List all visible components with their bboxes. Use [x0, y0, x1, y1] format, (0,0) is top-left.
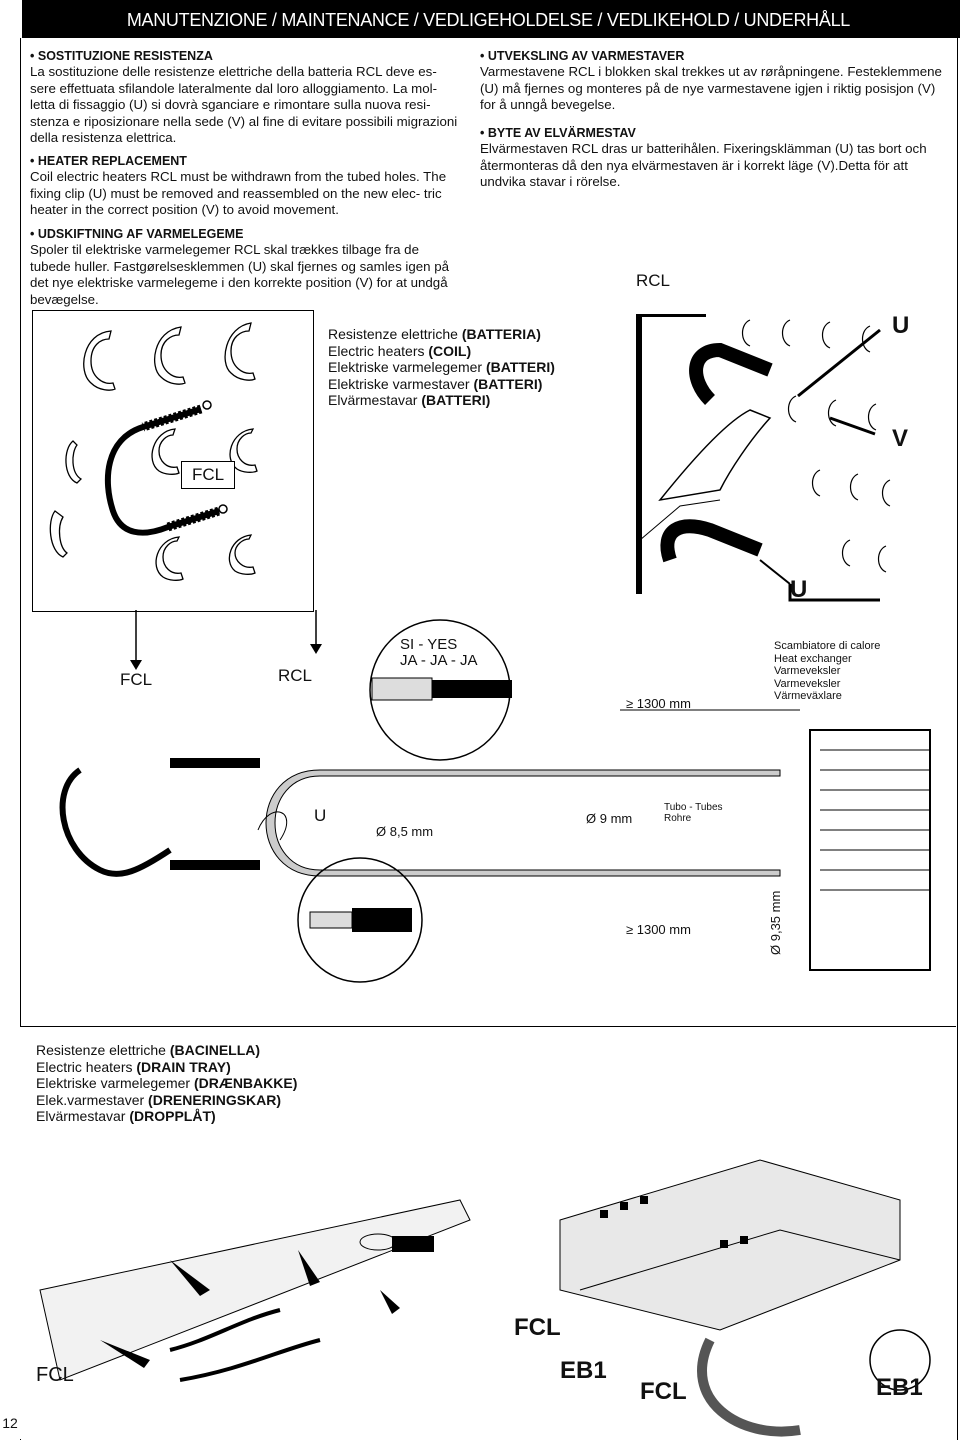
section-body: Coil electric heaters RCL must be withdr… [30, 169, 447, 217]
fcl-label: FCL [514, 1314, 561, 1341]
u-label: U [790, 576, 808, 603]
legend-line: Elek.varmestaver (DRENERINGSKAR) [36, 1091, 282, 1108]
diameter-label: Ø 9 mm [586, 811, 633, 826]
clip-c-icon [155, 536, 184, 581]
legend-line: Resistenze elettriche (BACINELLA) [36, 1042, 261, 1058]
length-label: ≥ 1300 mm [626, 922, 691, 937]
legend-line: Electric heaters (COIL) [328, 342, 472, 359]
legend-line: Elvärmestavar (DROPPLÅT) [36, 1108, 216, 1125]
drain-tray-illustration [39, 1159, 931, 1437]
legend-line: Resistenze elettriche (BATTERIA) [328, 326, 541, 342]
legend-line: Elektriske varmelegemer (BATTERI) [328, 359, 555, 376]
section-body: La sostituzione delle resistenze elettri… [30, 64, 458, 145]
clip-diagram [49, 322, 258, 581]
section-en: • HEATER REPLACEMENT Coil electric heate… [30, 153, 460, 219]
fcl-label: FCL [36, 1364, 74, 1386]
fcl-label: FCL [640, 1378, 687, 1405]
legend-tray: Resistenze elettriche (BACINELLA)Electri… [36, 1042, 297, 1125]
connector-diagram [59, 619, 931, 983]
v-label: V [892, 425, 909, 452]
eb1-label: EB1 [876, 1374, 923, 1401]
length-label: ≥ 1300 mm [626, 696, 691, 711]
legend-coil: Resistenze elettriche (BATTERIA)Electric… [328, 326, 555, 409]
ja-label: JA - JA - JA [400, 652, 478, 669]
clip-c-icon [83, 330, 116, 391]
legend-line: Elektriske varmestaver (BATTERI) [328, 375, 543, 392]
section-body: Spoler til elektriske varmelegemer RCL s… [30, 242, 450, 307]
page-frame [20, 38, 958, 1440]
page-number: 12 [2, 1415, 18, 1431]
eb1-label: EB1 [560, 1357, 607, 1384]
section-body: Varmestavene RCL i blokken skal trekkes … [480, 64, 942, 112]
page-title: MANUTENZIONE / MAINTENANCE / VEDLIGEHOLD… [126, 10, 850, 30]
section-heading: • UTVEKSLING AV VARMESTAVER [480, 49, 685, 63]
legend-coil-list: Resistenze elettriche (BATTERIA)Electric… [328, 326, 555, 409]
diameter-label: Ø 9,35 mm [768, 890, 783, 955]
section-heading: • UDSKIFTNING AF VARMELEGEME [30, 227, 244, 241]
si-yes-label: SI - YES [400, 636, 458, 653]
legend-line: Elvärmestavar (BATTERI) [328, 392, 491, 409]
fcl-label: FCL [120, 670, 153, 689]
section-no: • UTVEKSLING AV VARMESTAVER Varmestavene… [480, 48, 942, 114]
arrow-lines [130, 610, 322, 670]
clip-c-icon [229, 428, 258, 473]
clip-c-icon [153, 326, 186, 385]
fcl-callout: FCL [181, 461, 235, 489]
page-header: MANUTENZIONE / MAINTENANCE / VEDLIGEHOLD… [22, 0, 960, 38]
clip-c-icon [151, 428, 180, 475]
clip-c-icon [65, 440, 83, 484]
section-se: • BYTE AV ELVÄRMESTAV Elvärmestaven RCL … [480, 125, 942, 191]
legend-tray-list: Resistenze elettriche (BACINELLA)Electri… [36, 1042, 297, 1125]
heater-element-icon [104, 400, 228, 536]
section-it: • SOSTITUZIONE RESISTENZA La sostituzion… [30, 48, 460, 147]
rcl-label: RCL [636, 271, 671, 290]
rcl-label: RCL [278, 666, 313, 685]
diameter-label: Ø 8,5 mm [376, 824, 434, 839]
u-label: U [892, 312, 910, 339]
clip-diagram-box: FCL [32, 310, 314, 612]
u-label: U [314, 806, 327, 825]
hand-icon [658, 409, 772, 502]
legend-line: Electric heaters (DRAIN TRAY) [36, 1058, 231, 1075]
section-dk: • UDSKIFTNING AF VARMELEGEME Spoler til … [30, 226, 460, 308]
section-heading: • BYTE AV ELVÄRMESTAV [480, 126, 636, 140]
clip-c-icon [228, 534, 256, 575]
coil-hand-illustration [636, 314, 891, 602]
section-body: Elvärmestaven RCL dras ur batterihålen. … [480, 141, 927, 189]
legend-line: Elektriske varmelegemer (DRÆNBAKKE) [36, 1075, 298, 1092]
clip-c-icon [224, 322, 256, 381]
clip-c-icon [49, 510, 68, 558]
section-heading: • HEATER REPLACEMENT [30, 154, 187, 168]
section-heading: • SOSTITUZIONE RESISTENZA [30, 49, 213, 63]
